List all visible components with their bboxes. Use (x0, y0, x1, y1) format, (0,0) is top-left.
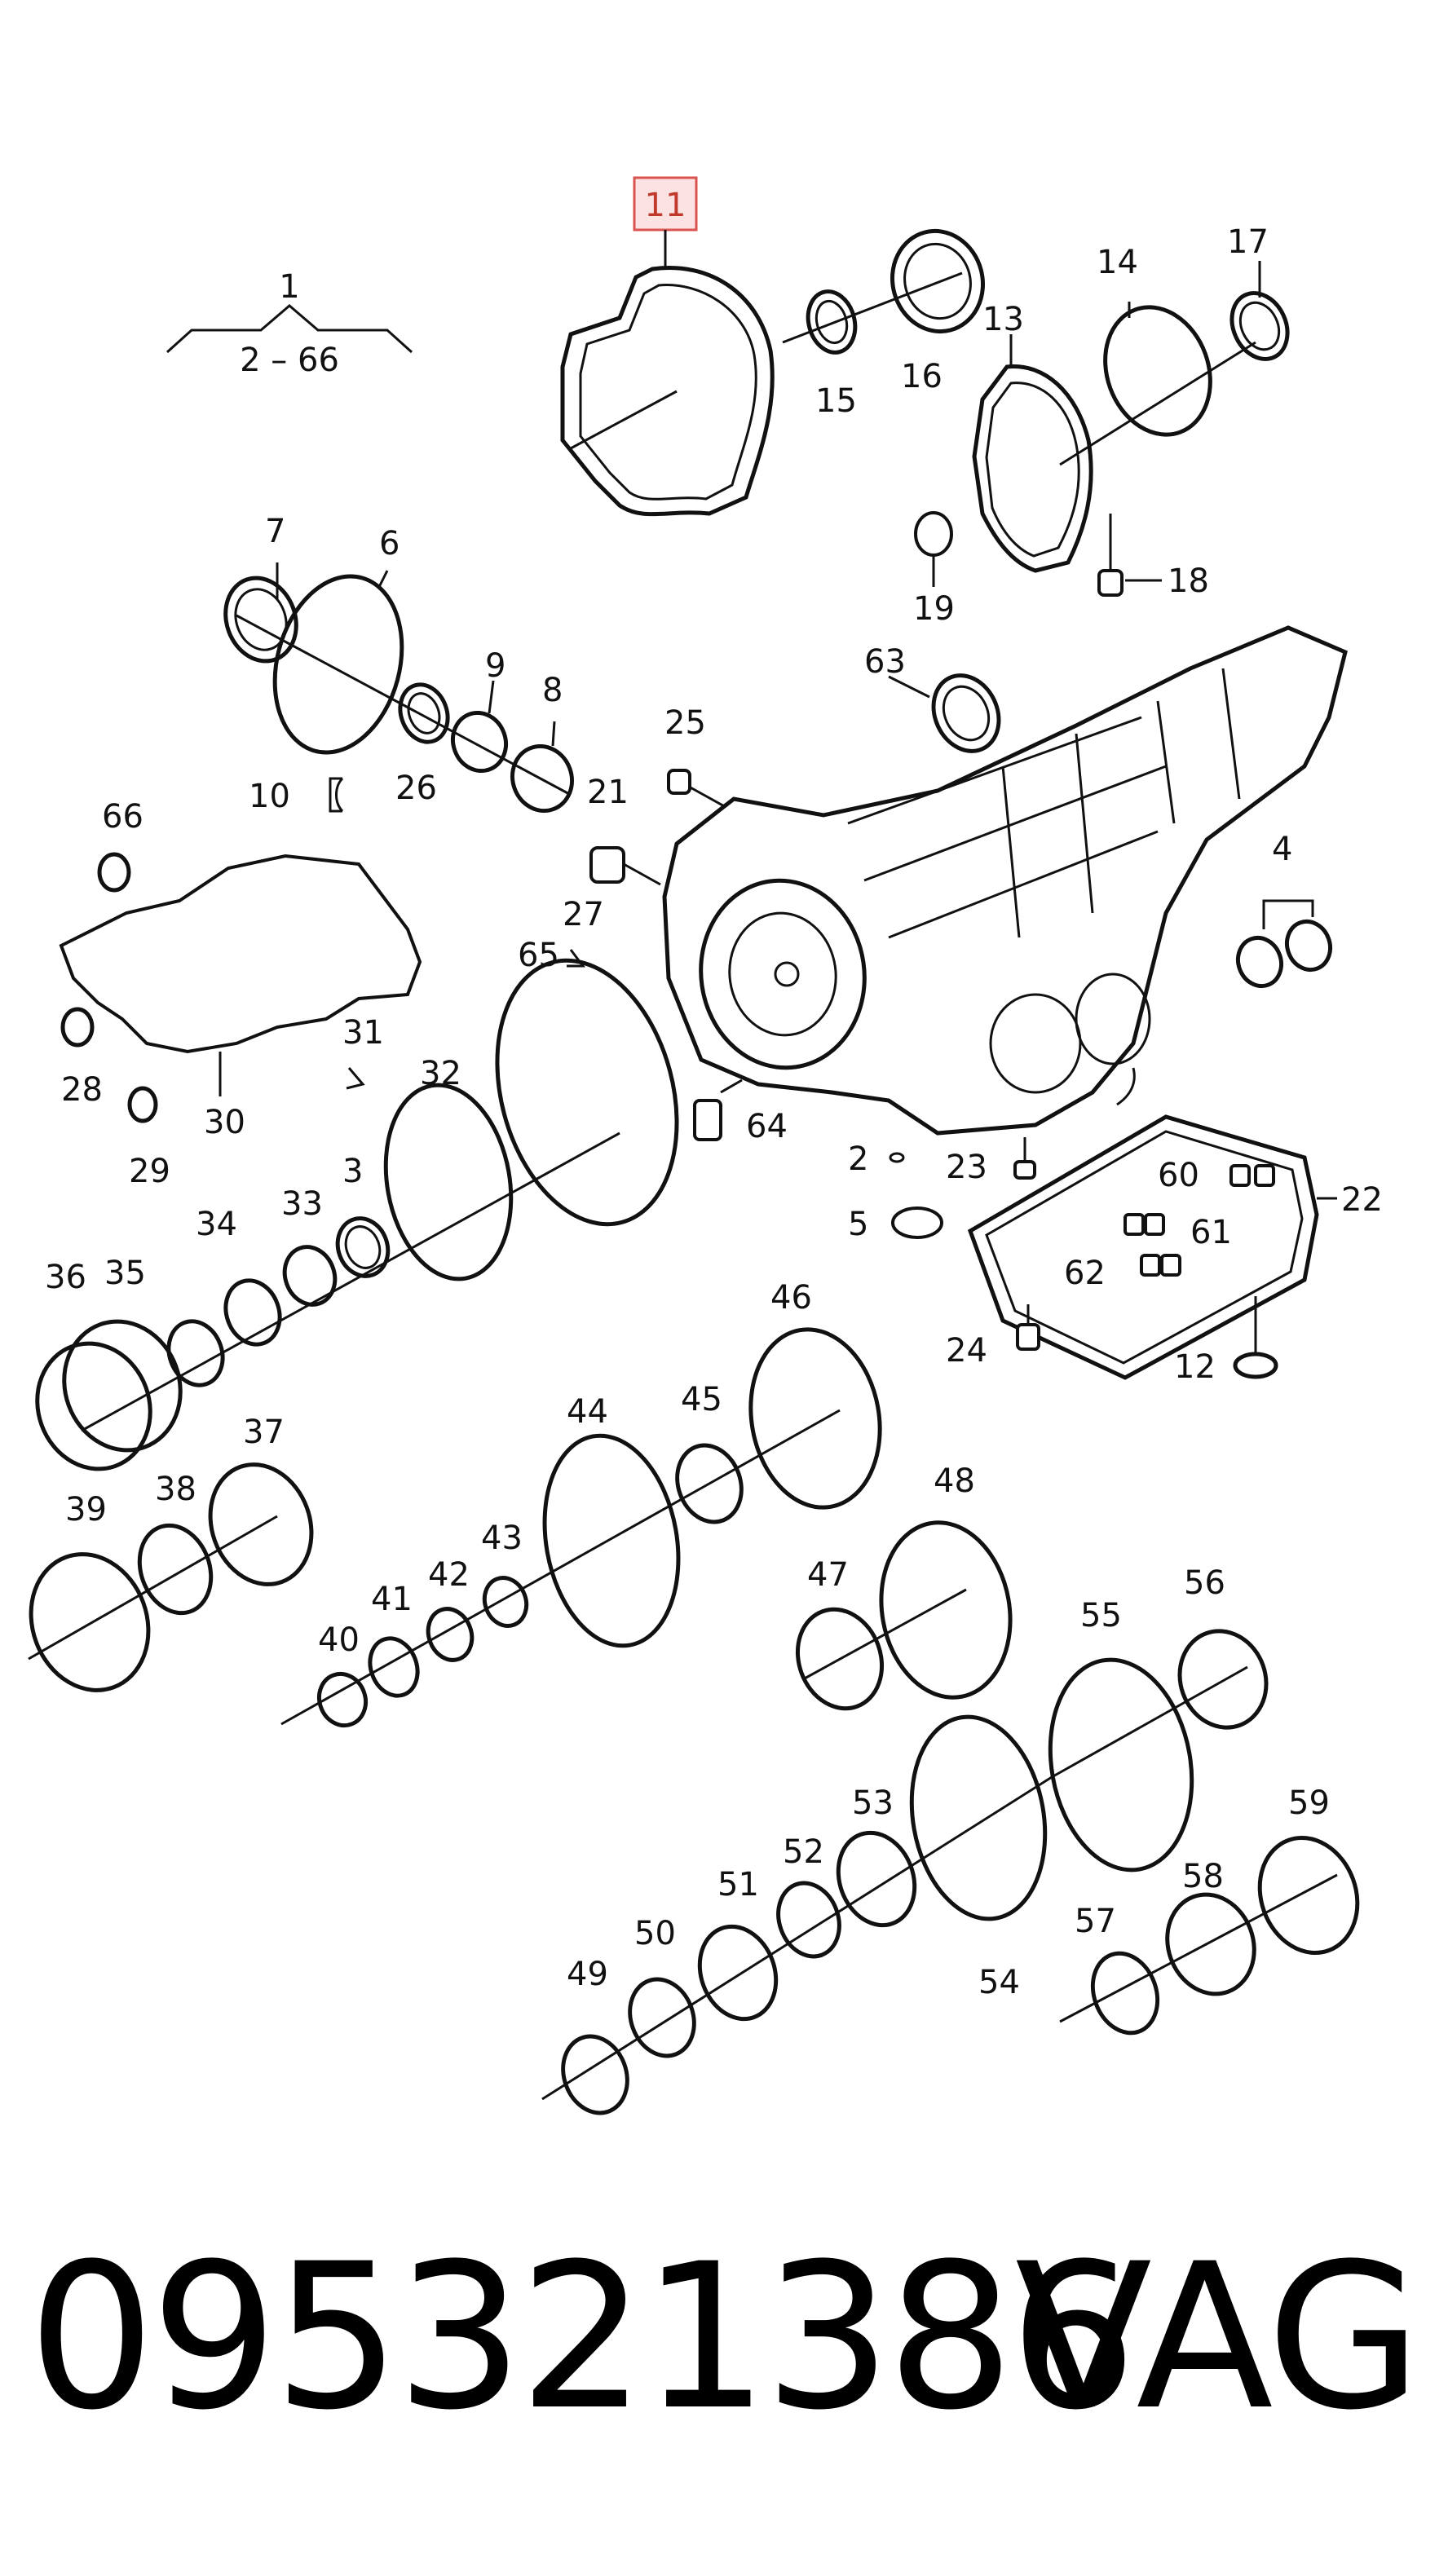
callout-34[interactable]: 34 (196, 1206, 237, 1243)
group-bracket: 1 2 – 66 (166, 268, 413, 379)
callout-49[interactable]: 49 (567, 1956, 608, 1993)
callout-27[interactable]: 27 (563, 896, 604, 933)
brand-name: VAG (1014, 2221, 1422, 2455)
callout-45[interactable]: 45 (681, 1381, 722, 1418)
callout-16[interactable]: 16 (901, 358, 943, 395)
callout-56[interactable]: 56 (1184, 1564, 1225, 1602)
callout-4[interactable]: 4 (1272, 831, 1292, 868)
callout-7[interactable]: 7 (265, 513, 285, 550)
callout-5[interactable]: 5 (848, 1206, 868, 1243)
callout-2[interactable]: 2 (848, 1140, 868, 1178)
transmission-housing (662, 625, 1348, 1136)
callout-3[interactable]: 3 (342, 1153, 363, 1190)
highlighted-callout-label[interactable]: 11 (645, 187, 686, 224)
callout-15[interactable]: 15 (815, 382, 857, 420)
callout-13[interactable]: 13 (982, 301, 1024, 338)
callout-14[interactable]: 14 (1097, 244, 1138, 281)
callout-57[interactable]: 57 (1075, 1903, 1116, 1940)
callout-66[interactable]: 66 (102, 798, 143, 836)
callout-43[interactable]: 43 (481, 1520, 523, 1557)
callout-39[interactable]: 39 (65, 1491, 107, 1528)
callout-61[interactable]: 61 (1190, 1214, 1232, 1251)
callout-42[interactable]: 42 (428, 1556, 470, 1594)
callout-37[interactable]: 37 (243, 1414, 285, 1451)
callout-18[interactable]: 18 (1168, 562, 1209, 600)
callout-26[interactable]: 26 (395, 770, 437, 807)
callout-31[interactable]: 31 (342, 1014, 384, 1052)
callout-36[interactable]: 36 (45, 1259, 86, 1296)
callout-33[interactable]: 33 (281, 1185, 323, 1223)
callout-12[interactable]: 12 (1174, 1348, 1216, 1386)
callout-58[interactable]: 58 (1182, 1858, 1224, 1895)
callout-19[interactable]: 19 (913, 590, 955, 628)
gasket-11: 11 (560, 176, 775, 517)
callout-24[interactable]: 24 (946, 1332, 987, 1370)
callout-29[interactable]: 29 (129, 1153, 170, 1190)
callout-21[interactable]: 21 (587, 774, 629, 811)
callout-50[interactable]: 50 (634, 1915, 676, 1952)
group-label-range: 2 – 66 (240, 342, 339, 379)
callout-52[interactable]: 52 (783, 1833, 824, 1871)
callout-9[interactable]: 9 (485, 647, 505, 685)
callout-22[interactable]: 22 (1341, 1181, 1383, 1219)
callout-60[interactable]: 60 (1158, 1157, 1199, 1194)
callout-17[interactable]: 17 (1227, 223, 1269, 261)
callout-47[interactable]: 47 (807, 1556, 849, 1594)
callout-41[interactable]: 41 (371, 1581, 413, 1618)
callout-23[interactable]: 23 (946, 1149, 987, 1186)
callout-44[interactable]: 44 (567, 1393, 608, 1431)
callout-38[interactable]: 38 (155, 1471, 196, 1508)
callout-28[interactable]: 28 (61, 1071, 103, 1109)
callout-62[interactable]: 62 (1064, 1255, 1106, 1292)
callout-35[interactable]: 35 (104, 1255, 146, 1292)
callout-65[interactable]: 65 (518, 937, 559, 974)
callout-25[interactable]: 25 (664, 704, 706, 742)
callout-54[interactable]: 54 (978, 1964, 1020, 2001)
valve-body-plate (59, 854, 422, 1054)
callout-48[interactable]: 48 (934, 1462, 975, 1500)
callout-32[interactable]: 32 (420, 1055, 461, 1092)
callout-63[interactable]: 63 (864, 643, 906, 681)
callout-10[interactable]: 10 (249, 778, 290, 815)
callout-55[interactable]: 55 (1080, 1597, 1122, 1634)
callout-40[interactable]: 40 (318, 1621, 360, 1659)
callout-30[interactable]: 30 (204, 1104, 245, 1141)
callout-8[interactable]: 8 (542, 672, 563, 709)
part-number: 095321386 (28, 2221, 1137, 2455)
callout-53[interactable]: 53 (852, 1784, 894, 1822)
gasket-13 (972, 334, 1093, 573)
callout-59[interactable]: 59 (1288, 1784, 1330, 1822)
callout-51[interactable]: 51 (717, 1866, 759, 1903)
callout-6[interactable]: 6 (379, 525, 400, 562)
callout-labels: 2 3 4 5 6 7 8 9 10 12 13 14 15 16 17 18 … (45, 223, 1383, 2001)
callout-46[interactable]: 46 (770, 1279, 812, 1317)
group-label-top: 1 (279, 268, 299, 306)
callout-64[interactable]: 64 (746, 1108, 788, 1145)
